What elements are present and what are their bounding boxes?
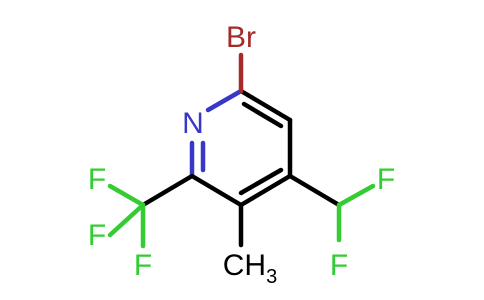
methyl-ch-text: CH — [223, 249, 266, 282]
bond-c4-c3 — [238, 173, 293, 208]
methyl-subscript: 3 — [266, 266, 277, 288]
bond-c4-chf2 — [287, 173, 342, 208]
atom-n-label: N — [182, 107, 204, 140]
atom-f-label: F — [330, 249, 348, 282]
atom-f-label: F — [88, 163, 106, 196]
bond-c3-c2 — [189, 173, 244, 208]
atom-f-label: F — [377, 163, 395, 196]
atom-br-label: Br — [226, 21, 256, 54]
bond-c6-c5-inner — [241, 101, 284, 129]
atom-f-label: F — [88, 219, 106, 252]
bond-n-c6 — [205, 88, 244, 113]
bond-cf3-f-top — [107, 183, 146, 208]
atom-f-label: F — [134, 249, 152, 282]
bond-chf2-f-top — [336, 183, 376, 208]
bond-c4-c3-inner — [238, 167, 284, 196]
bond-c6-c5 — [238, 88, 293, 123]
bond-c2-cf3 — [140, 173, 195, 208]
bond-cf3-f-left — [107, 202, 146, 238]
methyl-label: CH3 — [223, 249, 277, 288]
